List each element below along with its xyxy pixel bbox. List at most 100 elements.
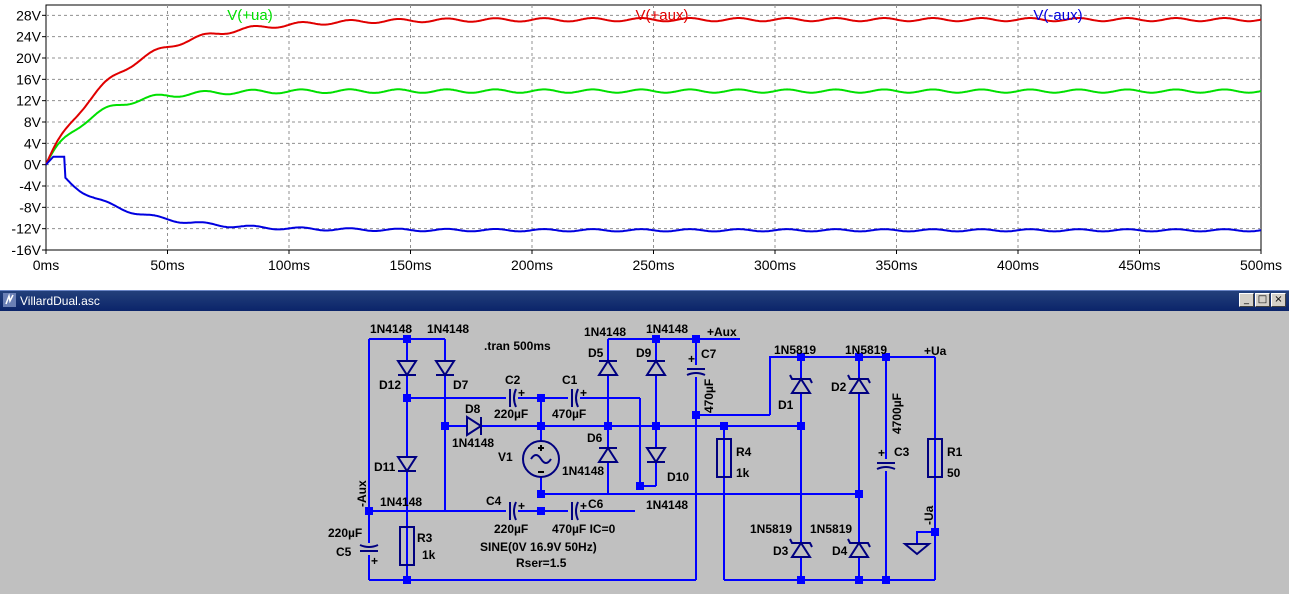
label-d5-name: D5 xyxy=(588,346,604,360)
label-ua-pos: +Ua xyxy=(924,344,947,358)
y-tick-label: 8V xyxy=(24,114,42,130)
label-c6-val: 470µF IC=0 xyxy=(552,522,616,536)
c1-plus: + xyxy=(580,386,587,400)
x-tick-label: 100ms xyxy=(268,257,310,273)
label-d11-model: 1N4148 xyxy=(380,495,422,509)
schottky-d4[interactable] xyxy=(847,538,871,558)
schematic-canvas[interactable]: + + + + + + + 1N4148 1N4148 .tran 500ms … xyxy=(0,311,1289,594)
label-c7-val: 470µF xyxy=(702,379,716,413)
schottky-d3[interactable] xyxy=(789,538,813,558)
x-tick-label: 400ms xyxy=(997,257,1039,273)
trace-lines xyxy=(45,17,1262,233)
label-tran: .tran 500ms xyxy=(484,339,551,353)
capacitor-c5[interactable] xyxy=(359,543,379,555)
label-d2-model: 1N5819 xyxy=(845,343,887,357)
label-d4-name: D4 xyxy=(832,544,848,558)
y-tick-label: 20V xyxy=(16,50,42,66)
label-aux-neg: -Aux xyxy=(355,480,369,507)
legend-minus-aux[interactable]: V(-aux) xyxy=(1033,7,1082,24)
capacitor-c1[interactable] xyxy=(568,388,580,408)
label-v1-val: SINE(0V 16.9V 50Hz) xyxy=(480,540,597,554)
trace-plus-ua xyxy=(45,88,1262,166)
x-tick-label: 200ms xyxy=(511,257,553,273)
label-d11-name: D11 xyxy=(374,460,396,474)
window-title: VillardDual.asc xyxy=(20,294,100,308)
label-c7-name: C7 xyxy=(701,347,717,361)
schematic-drawing[interactable]: + + + + + + + 1N4148 1N4148 .tran 500ms … xyxy=(0,311,1289,594)
label-c4-name: C4 xyxy=(486,494,502,508)
voltage-source-v1[interactable] xyxy=(522,440,560,478)
diode-d11[interactable] xyxy=(396,456,418,473)
resistor-r3[interactable] xyxy=(399,526,415,566)
c6-plus: + xyxy=(580,499,587,513)
label-c1-val: 470µF xyxy=(552,407,586,421)
c2-plus: + xyxy=(518,386,525,400)
capacitor-c4[interactable] xyxy=(506,501,518,521)
label-d10-name: D10 xyxy=(667,470,689,484)
label-c4-val: 220µF xyxy=(494,522,528,536)
label-d2-name: D2 xyxy=(831,380,847,394)
capacitor-c3[interactable] xyxy=(876,459,896,471)
label-c3-name: C3 xyxy=(894,445,910,459)
resistor-r4[interactable] xyxy=(716,438,732,478)
capacitor-c6[interactable] xyxy=(568,501,580,521)
label-r3-val: 1k xyxy=(422,548,436,562)
c3-plus: + xyxy=(878,446,885,460)
label-c2-name: C2 xyxy=(505,373,521,387)
x-tick-label: 250ms xyxy=(632,257,674,273)
trace-plus-aux xyxy=(45,17,1262,166)
x-tick-label: 350ms xyxy=(875,257,917,273)
diode-d7[interactable] xyxy=(434,360,456,377)
c5-plus: + xyxy=(371,554,378,568)
legend-plus-aux[interactable]: V(+aux) xyxy=(636,7,689,24)
ground-icon xyxy=(902,543,932,556)
y-tick-label: -16V xyxy=(11,242,41,258)
diode-d9[interactable] xyxy=(645,359,667,376)
schematic-window-icon xyxy=(3,293,16,307)
y-tick-label: -12V xyxy=(11,221,41,237)
label-d4-model: 1N5819 xyxy=(810,522,852,536)
label-d1-model: 1N5819 xyxy=(774,343,816,357)
c4-plus: + xyxy=(518,499,525,513)
schottky-d2[interactable] xyxy=(847,374,871,394)
x-tick-label: 450ms xyxy=(1118,257,1160,273)
close-button[interactable]: × xyxy=(1271,293,1286,307)
minimize-button[interactable]: _ xyxy=(1239,293,1254,307)
maximize-button[interactable]: □ xyxy=(1255,293,1270,307)
label-ua-neg: -Ua xyxy=(922,505,936,525)
legend-plus-ua[interactable]: V(+ua) xyxy=(227,7,272,24)
capacitor-c7[interactable] xyxy=(686,365,706,377)
c7-plus: + xyxy=(688,352,695,366)
x-tick-label: 50ms xyxy=(150,257,184,273)
schottky-d1[interactable] xyxy=(789,374,813,394)
diode-d8[interactable] xyxy=(466,415,483,437)
diode-d12[interactable] xyxy=(396,360,418,377)
label-c6-name: C6 xyxy=(588,497,604,511)
diode-d10[interactable] xyxy=(645,447,667,464)
y-tick-label: 0V xyxy=(24,157,42,173)
x-tick-label: 150ms xyxy=(389,257,431,273)
label-d3-name: D3 xyxy=(773,544,789,558)
trace-minus-aux xyxy=(45,155,1262,233)
label-v1-name: V1 xyxy=(498,450,513,464)
label-r4-val: 1k xyxy=(736,466,750,480)
capacitor-c2[interactable] xyxy=(506,388,518,408)
trace-legend[interactable]: V(+ua) V(+aux) V(-aux) xyxy=(227,7,1082,24)
schematic-window-titlebar[interactable]: VillardDual.asc _ □ × xyxy=(0,290,1289,311)
y-tick-label: 16V xyxy=(16,71,42,87)
components[interactable]: + + + + + + + xyxy=(359,352,943,568)
label-r3-name: R3 xyxy=(417,531,433,545)
diode-d6[interactable] xyxy=(597,446,619,463)
y-tick-label: 28V xyxy=(16,7,42,23)
label-c5-name: C5 xyxy=(336,545,352,559)
resistor-r1[interactable] xyxy=(927,438,943,478)
schematic-labels: 1N4148 1N4148 .tran 500ms 1N4148 1N4148 … xyxy=(328,322,963,570)
diode-d5[interactable] xyxy=(597,359,619,376)
y-tick-label: 24V xyxy=(16,29,42,45)
y-tick-label: 4V xyxy=(24,135,42,151)
label-d9-model: 1N4148 xyxy=(646,322,688,336)
x-tick-label: 0ms xyxy=(33,257,59,273)
